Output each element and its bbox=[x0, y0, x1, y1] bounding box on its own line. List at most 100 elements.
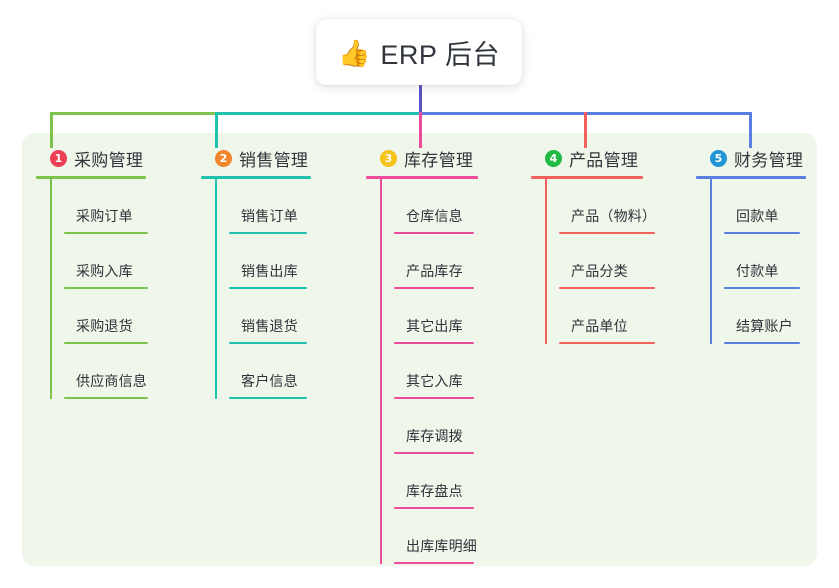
branch-badge-1: 1 bbox=[50, 149, 67, 167]
branch-item[interactable]: 结算账户 bbox=[710, 289, 806, 344]
branch-item-label: 其它出库 bbox=[406, 318, 463, 334]
branch-item-rule bbox=[394, 287, 474, 289]
branch-item[interactable]: 产品单位 bbox=[545, 289, 655, 344]
branch-item-label: 库存盘点 bbox=[406, 483, 463, 499]
branch-item-label: 供应商信息 bbox=[76, 373, 147, 389]
branch-item-rule bbox=[64, 397, 148, 399]
branch-item-label: 付款单 bbox=[736, 263, 779, 279]
branch-item-label: 产品单位 bbox=[571, 318, 628, 334]
branch-item-rule bbox=[394, 342, 474, 344]
branch-item-rule bbox=[724, 232, 800, 234]
branch-item-label: 销售退货 bbox=[241, 318, 298, 334]
connector-drop-4 bbox=[584, 112, 587, 148]
branch-item-label: 出库库明细 bbox=[406, 538, 477, 554]
branch-title-2: 销售管理 bbox=[239, 150, 309, 170]
connector-drop-1 bbox=[50, 112, 53, 148]
branch-item-label: 仓库信息 bbox=[406, 208, 463, 224]
branch-item-label: 产品（物料） bbox=[571, 208, 657, 224]
branch-badge-4: 4 bbox=[545, 149, 562, 167]
branch-body-1: 采购订单采购入库采购退货供应商信息 bbox=[36, 179, 148, 399]
branch-item-rule bbox=[394, 232, 474, 234]
branch-stem-2 bbox=[215, 179, 217, 399]
branch-item[interactable]: 产品分类 bbox=[545, 234, 655, 289]
root-node[interactable]: 👍 ERP 后台 bbox=[316, 19, 522, 85]
branch-column-3: 3 库存管理仓库信息产品库存其它出库其它入库库存调拨库存盘点出库库明细 bbox=[366, 146, 478, 564]
branch-item-label: 客户信息 bbox=[241, 373, 298, 389]
connector-trunk bbox=[419, 85, 422, 115]
branch-title-3: 库存管理 bbox=[404, 150, 474, 170]
branch-item[interactable]: 库存盘点 bbox=[380, 454, 478, 509]
branch-header-4[interactable]: 4 产品管理 bbox=[531, 146, 643, 170]
branch-item-rule bbox=[229, 342, 307, 344]
connector-segment-purchase bbox=[50, 112, 218, 115]
branch-item[interactable]: 采购退货 bbox=[50, 289, 148, 344]
branch-header-rule-3 bbox=[366, 176, 478, 179]
branch-item-rule bbox=[394, 562, 474, 564]
branch-item-rule bbox=[64, 232, 148, 234]
branch-title-1: 采购管理 bbox=[74, 150, 144, 170]
branch-item-rule bbox=[394, 507, 474, 509]
branch-item-rule bbox=[724, 287, 800, 289]
branch-badge-5: 5 bbox=[710, 149, 727, 167]
branch-header-3[interactable]: 3 库存管理 bbox=[366, 146, 478, 170]
branch-item[interactable]: 销售出库 bbox=[215, 234, 311, 289]
branch-stem-4 bbox=[545, 179, 547, 344]
branch-item-label: 回款单 bbox=[736, 208, 779, 224]
branch-column-2: 2 销售管理销售订单销售出库销售退货客户信息 bbox=[201, 146, 311, 399]
branch-item-rule bbox=[394, 397, 474, 399]
branch-header-2[interactable]: 2 销售管理 bbox=[201, 146, 311, 170]
branch-column-1: 1 采购管理采购订单采购入库采购退货供应商信息 bbox=[36, 146, 148, 399]
branch-item[interactable]: 销售退货 bbox=[215, 289, 311, 344]
branch-badge-2: 2 bbox=[215, 149, 232, 167]
branch-header-1[interactable]: 1 采购管理 bbox=[36, 146, 146, 170]
branch-item[interactable]: 库存调拨 bbox=[380, 399, 478, 454]
connector-segment-sales bbox=[215, 112, 422, 115]
branch-item[interactable]: 销售订单 bbox=[215, 179, 311, 234]
branch-item-label: 其它入库 bbox=[406, 373, 463, 389]
branch-body-2: 销售订单销售出库销售退货客户信息 bbox=[201, 179, 311, 399]
connector-drop-5 bbox=[749, 112, 752, 148]
branch-body-5: 回款单付款单结算账户 bbox=[696, 179, 806, 344]
branch-item[interactable]: 产品库存 bbox=[380, 234, 478, 289]
branch-item[interactable]: 采购订单 bbox=[50, 179, 148, 234]
branch-header-rule-1 bbox=[36, 176, 146, 179]
branch-stem-3 bbox=[380, 179, 382, 564]
branch-item-label: 销售出库 bbox=[241, 263, 298, 279]
branch-badge-3: 3 bbox=[380, 149, 397, 167]
branch-header-rule-2 bbox=[201, 176, 311, 179]
branch-stem-5 bbox=[710, 179, 712, 344]
branch-item-rule bbox=[724, 342, 800, 344]
branch-item[interactable]: 产品（物料） bbox=[545, 179, 656, 234]
branch-item[interactable]: 其它入库 bbox=[380, 344, 478, 399]
branch-item-label: 销售订单 bbox=[241, 208, 298, 224]
connector-drop-3 bbox=[419, 112, 422, 148]
branch-item-label: 库存调拨 bbox=[406, 428, 463, 444]
branch-column-5: 5 财务管理回款单付款单结算账户 bbox=[696, 146, 806, 344]
branch-item-rule bbox=[64, 342, 148, 344]
branch-item-rule bbox=[559, 342, 655, 344]
branch-header-5[interactable]: 5 财务管理 bbox=[696, 146, 806, 170]
branch-item-label: 产品分类 bbox=[571, 263, 628, 279]
branch-item-rule bbox=[64, 287, 148, 289]
branch-item[interactable]: 客户信息 bbox=[215, 344, 311, 399]
branch-item-rule bbox=[229, 397, 307, 399]
branch-item-rule bbox=[559, 232, 655, 234]
branch-item-rule bbox=[229, 287, 307, 289]
branch-body-3: 仓库信息产品库存其它出库其它入库库存调拨库存盘点出库库明细 bbox=[366, 179, 478, 564]
branch-item-label: 结算账户 bbox=[736, 318, 793, 334]
branch-item[interactable]: 其它出库 bbox=[380, 289, 478, 344]
branch-item[interactable]: 出库库明细 bbox=[380, 509, 478, 564]
branches-panel bbox=[22, 133, 817, 566]
branch-stem-1 bbox=[50, 179, 52, 399]
branch-title-5: 财务管理 bbox=[734, 150, 804, 170]
branch-item[interactable]: 仓库信息 bbox=[380, 179, 478, 234]
branch-item[interactable]: 付款单 bbox=[710, 234, 806, 289]
branch-item[interactable]: 供应商信息 bbox=[50, 344, 148, 399]
branch-item-label: 采购退货 bbox=[76, 318, 133, 334]
branch-item[interactable]: 回款单 bbox=[710, 179, 806, 234]
root-title: ERP 后台 bbox=[380, 39, 500, 70]
branch-title-4: 产品管理 bbox=[569, 150, 639, 170]
branch-item[interactable]: 采购入库 bbox=[50, 234, 148, 289]
connector-drop-2 bbox=[215, 112, 218, 148]
